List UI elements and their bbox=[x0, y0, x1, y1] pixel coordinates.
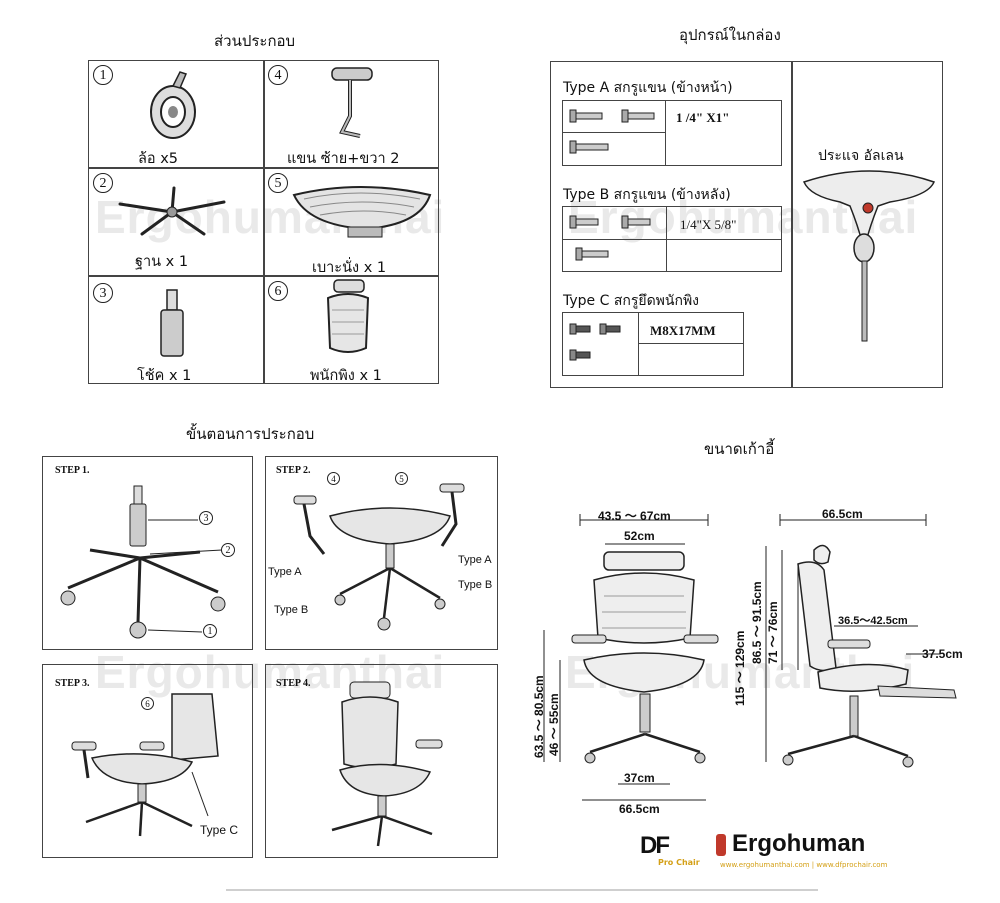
screw-icon bbox=[569, 215, 651, 261]
dim-top-width: 43.5 ～ 67cm bbox=[598, 509, 671, 523]
type-b-label: Type B bbox=[458, 579, 493, 591]
df-logo: DF Pro Chair bbox=[640, 832, 700, 867]
dim-footrest: 37.5cm bbox=[922, 647, 963, 661]
armrest-icon bbox=[331, 67, 373, 138]
bottom-divider bbox=[226, 889, 818, 891]
part-caption: เบาะนั่ง x 1 bbox=[312, 260, 387, 276]
step-4-illustration bbox=[331, 681, 443, 847]
dim-seat-height-inner: 46 ～ 55cm bbox=[547, 693, 561, 756]
accessories-title: อุปกรณ์ในกล่อง bbox=[679, 26, 781, 44]
steps-title: ขั้นตอนการประกอบ bbox=[186, 425, 315, 443]
gas-cylinder-icon bbox=[160, 289, 184, 357]
dimensions-title: ขนาดเก้าอี้ bbox=[704, 440, 775, 458]
part-caption: โช้ค x 1 bbox=[137, 368, 192, 384]
brand-urls: www.ergohumanthai.com | www.dfprochair.c… bbox=[720, 861, 888, 869]
step-label: STEP 4. bbox=[276, 678, 311, 689]
step-2-panel bbox=[265, 456, 498, 650]
step-3-illustration bbox=[71, 693, 219, 837]
step-part-number: 6 bbox=[141, 697, 154, 710]
caster-wheel-icon bbox=[150, 71, 196, 139]
chair-side-view bbox=[765, 514, 957, 768]
dim-base-width: 66.5cm bbox=[619, 802, 660, 816]
type-c-title: Type C สกรูยึดพนักพิง bbox=[563, 293, 700, 309]
step-2-illustration bbox=[293, 483, 465, 631]
type-a-spec: 1 /4" X1" bbox=[676, 110, 730, 125]
type-c-label: Type C bbox=[200, 823, 239, 837]
step-part-number: 3 bbox=[199, 511, 213, 525]
dim-depth: 66.5cm bbox=[822, 507, 863, 521]
type-a-label: Type A bbox=[268, 566, 302, 578]
parts-title: ส่วนประกอบ bbox=[214, 32, 296, 50]
step-1-panel bbox=[42, 456, 253, 650]
step-label: STEP 3. bbox=[55, 678, 90, 689]
type-a-label: Type A bbox=[458, 554, 492, 566]
step-4-panel bbox=[265, 664, 498, 858]
dim-base-inner: 37cm bbox=[624, 771, 655, 785]
part-number: 3 bbox=[93, 283, 113, 303]
part-number: 6 bbox=[268, 281, 288, 301]
part-number: 2 bbox=[93, 173, 113, 193]
df-logo-tagline: Pro Chair bbox=[658, 858, 700, 867]
allen-key-label: ประแจ อัลเลน bbox=[818, 148, 904, 164]
type-b-spec: 1/4"X 5/8" bbox=[680, 217, 737, 232]
part-number: 4 bbox=[268, 65, 288, 85]
dim-seat-depth: 36.5～42.5cm bbox=[838, 615, 908, 627]
step-label: STEP 1. bbox=[55, 465, 90, 476]
step-part-number: 2 bbox=[221, 543, 235, 557]
dim-back-height-2: 71 ～ 76cm bbox=[766, 601, 780, 664]
part-caption: ฐาน x 1 bbox=[135, 254, 189, 270]
type-b-label: Type B bbox=[274, 604, 309, 616]
dim-back-height: 86.5 ～ 91.5cm bbox=[750, 581, 764, 664]
part-caption: พนักพิง x 1 bbox=[310, 368, 382, 384]
dim-headrest-width: 52cm bbox=[624, 529, 655, 543]
part-caption: แขน ซ้าย+ขวา 2 bbox=[287, 151, 400, 167]
step-part-number: 1 bbox=[203, 624, 217, 638]
chair-front-view bbox=[543, 514, 719, 801]
part-caption: ล้อ x5 bbox=[138, 151, 179, 167]
backrest-icon bbox=[326, 279, 370, 353]
step-part-number: 4 bbox=[327, 472, 340, 485]
part-number: 5 bbox=[268, 173, 288, 193]
step-3-panel bbox=[42, 664, 253, 858]
step-1-illustration bbox=[60, 485, 226, 639]
chair-base-icon bbox=[118, 186, 226, 236]
step-label: STEP 2. bbox=[276, 465, 311, 476]
allen-key-icon bbox=[802, 170, 936, 342]
seat-icon bbox=[292, 186, 432, 238]
screw-icon bbox=[569, 323, 621, 361]
type-b-title: Type B สกรูแขน (ข้างหลัง) bbox=[563, 187, 731, 203]
type-c-spec: M8X17MM bbox=[650, 323, 716, 338]
type-a-title: Type A สกรูแขน (ข้างหน้า) bbox=[563, 80, 733, 96]
dim-total-height: 115 ～ 129cm bbox=[733, 630, 747, 706]
screw-icon bbox=[569, 109, 655, 154]
step-part-number: 5 bbox=[395, 472, 408, 485]
part-number: 1 bbox=[93, 65, 113, 85]
